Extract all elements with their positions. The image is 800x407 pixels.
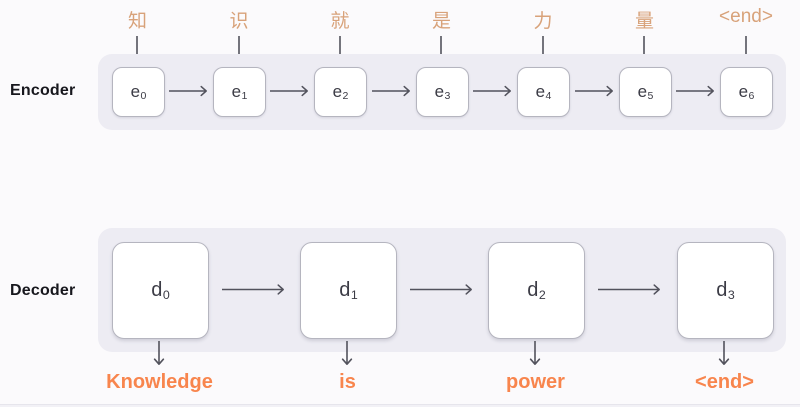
decoder-cell-d1: d1	[300, 242, 397, 339]
cell-sub: 3	[727, 287, 735, 302]
decoder-output-token: is	[339, 371, 356, 393]
encoder-input-token: 知	[127, 11, 148, 32]
cell-sub: 0	[162, 287, 170, 302]
cell-sub: 2	[342, 90, 349, 103]
arrow-right-icon	[168, 85, 208, 97]
encoder-cell-e6: e6	[720, 67, 773, 117]
cell-base: e	[738, 81, 749, 101]
encoder-cell-e0: e0	[112, 67, 165, 117]
encoder-cell-e2: e2	[314, 67, 367, 117]
decoder-output-token: Knowledge	[106, 371, 213, 393]
decoder-output-token: power	[506, 371, 565, 393]
encoder-cell-e4: e4	[517, 67, 570, 117]
arrow-down-icon	[529, 340, 541, 366]
arrow-right-icon	[221, 283, 285, 296]
encoder-cell-e1: e1	[213, 67, 266, 117]
arrow-right-icon	[597, 283, 661, 296]
decoder-label: Decoder	[10, 282, 76, 299]
cell-label: e4	[536, 82, 552, 103]
encoder-label: Encoder	[10, 82, 76, 99]
cell-sub: 5	[647, 90, 654, 103]
cell-label: e0	[131, 82, 147, 103]
cell-label: d0	[151, 279, 170, 302]
cell-label: d3	[716, 279, 735, 302]
encoder-input-token: 就	[330, 11, 350, 32]
cell-base: d	[527, 279, 539, 301]
cell-label: e6	[739, 82, 755, 103]
cell-base: e	[332, 81, 343, 101]
encoder-cell-e3: e3	[416, 67, 469, 117]
cell-label: e3	[435, 82, 451, 103]
encoder-input-token: 是	[431, 11, 452, 32]
encoder-input-token: <end>	[719, 6, 773, 27]
arrow-right-icon	[574, 85, 614, 97]
capture-bottom-edge	[0, 404, 800, 407]
arrow-right-icon	[472, 85, 512, 97]
encoder-input-token: 量	[634, 11, 655, 32]
cell-base: e	[434, 81, 445, 101]
decoder-output-token: <end>	[695, 371, 754, 393]
encoder-cell-e5: e5	[619, 67, 672, 117]
cell-sub: 2	[538, 287, 546, 302]
cell-base: e	[231, 81, 242, 101]
cell-label: d1	[339, 279, 358, 302]
cell-base: e	[637, 81, 648, 101]
arrow-down-icon	[153, 340, 165, 366]
cell-sub: 4	[545, 90, 552, 103]
arrow-down-icon	[718, 340, 730, 366]
cell-base: d	[716, 279, 728, 301]
decoder-cell-d3: d3	[677, 242, 774, 339]
decoder-cell-d0: d0	[112, 242, 209, 339]
cell-base: d	[339, 279, 351, 301]
cell-sub: 0	[140, 90, 147, 103]
encoder-input-token: 识	[229, 11, 249, 32]
arrow-right-icon	[409, 283, 473, 296]
cell-sub: 1	[241, 90, 248, 103]
cell-sub: 3	[444, 90, 451, 103]
arrow-right-icon	[269, 85, 309, 97]
decoder-cell-d2: d2	[488, 242, 585, 339]
cell-base: e	[130, 81, 141, 101]
encoder-input-token: 力	[533, 11, 553, 32]
cell-sub: 1	[350, 287, 358, 302]
arrow-right-icon	[675, 85, 715, 97]
cell-label: e5	[638, 82, 654, 103]
arrow-down-icon	[341, 340, 353, 366]
cell-label: e2	[333, 82, 349, 103]
cell-label: e1	[232, 82, 248, 103]
cell-base: d	[151, 279, 163, 301]
cell-sub: 6	[748, 90, 755, 103]
cell-label: d2	[527, 279, 546, 302]
arrow-right-icon	[371, 85, 411, 97]
cell-base: e	[535, 81, 546, 101]
